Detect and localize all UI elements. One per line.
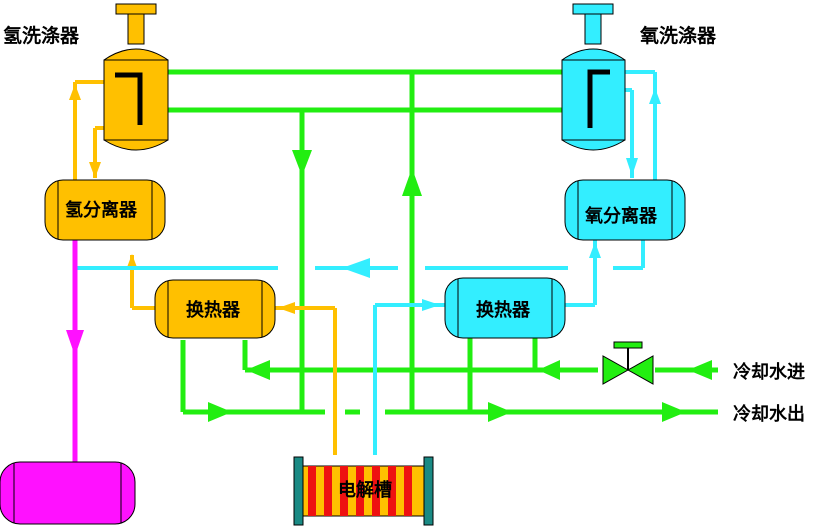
arrow-left xyxy=(246,360,270,380)
arrow-left xyxy=(342,258,370,278)
arrow-up xyxy=(69,84,81,100)
cooling-water-out-label: 冷却水出 xyxy=(733,403,805,425)
oxygen-separator-label: 氧分离器 xyxy=(584,205,658,227)
heat-exchanger-left xyxy=(154,279,276,339)
hydrogen-separator-label: 氢分离器 xyxy=(65,199,138,221)
oxygen-separator xyxy=(564,179,686,241)
heat-exchanger-left-label: 换热器 xyxy=(186,299,241,321)
arrow-up xyxy=(589,242,601,258)
arrow-down xyxy=(626,158,638,176)
valve-icon xyxy=(602,341,654,385)
arrow-right xyxy=(662,402,686,422)
heat-exchanger-right-label: 换热器 xyxy=(476,299,531,321)
arrow-right xyxy=(208,402,232,422)
green-arrows xyxy=(208,150,712,422)
cyan-arrows xyxy=(342,88,661,311)
storage-tank xyxy=(0,461,136,525)
arrow-left xyxy=(278,302,295,314)
oxygen-scrubber xyxy=(561,3,626,151)
hydrogen-separator xyxy=(44,179,166,241)
arrow-left xyxy=(538,360,560,380)
arrow-right xyxy=(488,402,512,422)
electrolyzer-label: 电解槽 xyxy=(338,479,392,501)
green-piping xyxy=(160,69,718,415)
arrow-down xyxy=(66,330,84,356)
cooling-water-in-label: 冷却水进 xyxy=(733,361,805,383)
cyan-piping xyxy=(75,70,657,455)
arrow-right xyxy=(422,299,440,311)
arrow-left xyxy=(688,360,712,380)
magenta-piping xyxy=(66,240,84,462)
oxygen-scrubber-label: 氧洗涤器 xyxy=(640,24,717,47)
arrow-down xyxy=(89,162,101,178)
arrow-down xyxy=(292,150,312,176)
hydrogen-scrubber xyxy=(103,3,169,151)
hydrogen-scrubber-label: 氢洗涤器 xyxy=(3,24,80,47)
arrow-up xyxy=(402,168,422,196)
arrow-up xyxy=(649,88,661,104)
heat-exchanger-right xyxy=(444,277,566,339)
electrolyzer xyxy=(293,456,434,526)
